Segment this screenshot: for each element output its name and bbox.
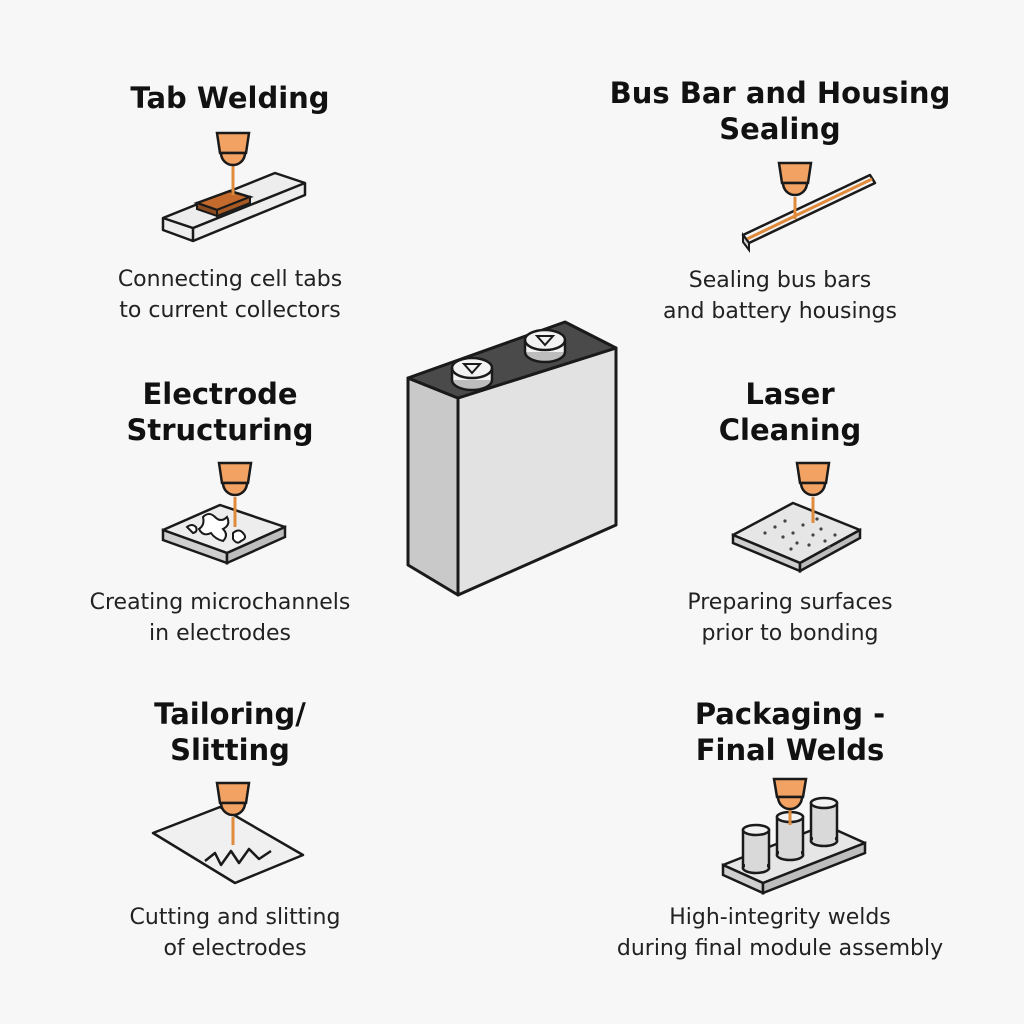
process-slitting-desc: Cutting and slitting of electrodes xyxy=(85,902,385,964)
process-title: Tab Welding xyxy=(130,81,330,115)
process-laser-cleaning: Laser Cleaning xyxy=(640,376,940,448)
laser-cleaning-icon xyxy=(731,461,862,574)
process-description: Creating microchannels in electrodes xyxy=(89,590,351,646)
electrode-structuring-icon xyxy=(161,461,287,565)
process-final-welds-desc: High-integrity welds during final module… xyxy=(600,902,960,964)
process-description: High-integrity welds during final module… xyxy=(616,905,944,961)
cell-cylinder xyxy=(775,810,805,862)
cell-cylinder xyxy=(809,796,839,848)
process-title: Bus Bar and Housing Sealing xyxy=(609,76,951,146)
process-slitting: Tailoring/ Slitting xyxy=(80,696,380,768)
process-electrode-structuring-desc: Creating microchannels in electrodes xyxy=(70,587,370,649)
terminal-left xyxy=(450,356,494,392)
process-description: Preparing surfaces prior to bonding xyxy=(687,590,893,646)
process-bus-bar-sealing-desc: Sealing bus bars and battery housings xyxy=(620,265,940,327)
cell-cylinder xyxy=(741,823,771,875)
final-welds-icon xyxy=(721,777,867,895)
process-title: Laser Cleaning xyxy=(718,377,862,447)
bus-bar-sealing-icon xyxy=(741,161,877,253)
process-title: Tailoring/ Slitting xyxy=(154,697,306,767)
process-description: Connecting cell tabs to current collecto… xyxy=(117,267,343,323)
process-electrode-structuring: Electrode Structuring xyxy=(70,376,370,448)
slitting-icon xyxy=(151,781,305,885)
process-bus-bar-sealing: Bus Bar and Housing Sealing xyxy=(600,75,960,147)
process-laser-cleaning-desc: Preparing surfaces prior to bonding xyxy=(640,587,940,649)
process-tab-welding: Tab Welding xyxy=(80,80,380,116)
terminal-right xyxy=(523,328,567,364)
process-title: Packaging - Final Welds xyxy=(694,697,886,767)
process-final-welds: Packaging - Final Welds xyxy=(640,696,940,768)
process-description: Sealing bus bars and battery housings xyxy=(663,268,897,324)
process-description: Cutting and slitting of electrodes xyxy=(129,905,341,961)
process-tab-welding-desc: Connecting cell tabs to current collecto… xyxy=(70,264,390,326)
process-title: Electrode Structuring xyxy=(126,377,314,447)
battery-cell-illustration xyxy=(406,320,618,597)
tab-welding-icon xyxy=(161,131,307,243)
